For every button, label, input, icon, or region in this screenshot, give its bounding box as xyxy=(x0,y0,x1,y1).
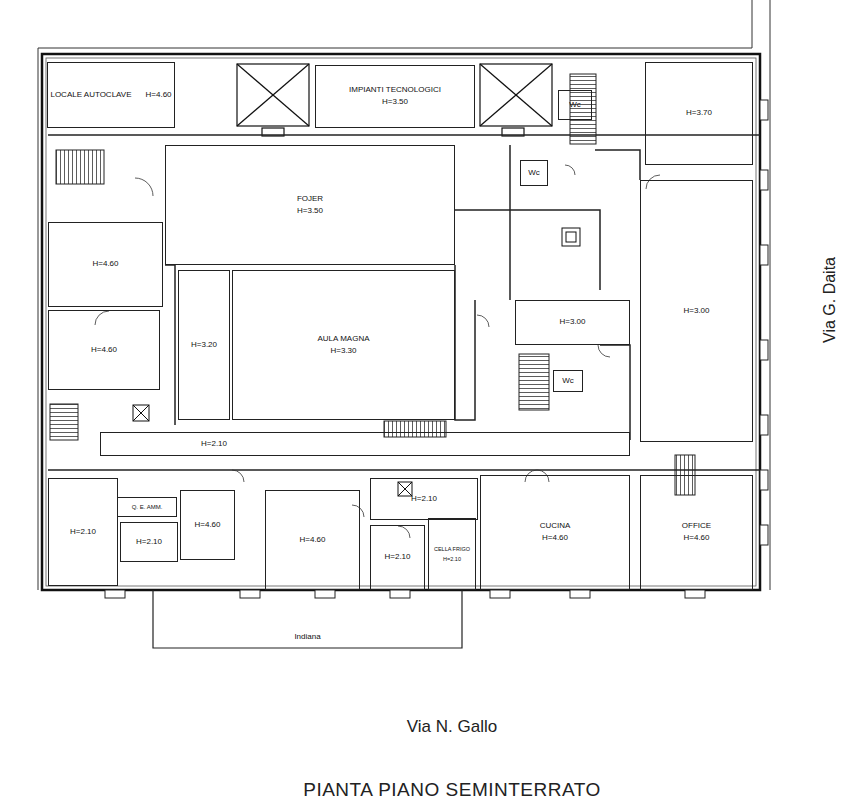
room: H=4.60 xyxy=(48,222,163,307)
street-name: Via N. Gallo xyxy=(407,717,497,737)
room-label: H=4.60 xyxy=(92,260,118,269)
room: Indiana xyxy=(153,592,462,648)
room-label: H=4.60 xyxy=(91,346,117,355)
room-label: H=4.60 xyxy=(146,91,172,100)
room: H=3.70 xyxy=(645,62,753,165)
room: LOCALE AUTOCLAVE H=4.60 xyxy=(47,62,175,128)
room-label: Q. E. AMM. xyxy=(132,504,163,511)
room: CUCINA H=4.60 xyxy=(480,475,630,590)
room-label: H=3.30 xyxy=(330,347,356,356)
room-label: H=2.10 xyxy=(411,495,437,504)
room-label: H=2.10 xyxy=(136,538,162,547)
room-label: H=2.10 xyxy=(201,440,227,449)
room-label: H=3.00 xyxy=(683,307,709,316)
room: Wc xyxy=(520,160,548,186)
room-label: H=3.50 xyxy=(297,207,323,216)
plan-caption: PIANTA PIANO SEMINTERRATO xyxy=(303,779,601,801)
room: IMPIANTI TECNOLOGICI H=3.50 xyxy=(315,65,475,128)
room: FOJER H=3.50 xyxy=(165,145,455,265)
room: H=2.10 xyxy=(370,478,478,520)
room-name: OFFICE xyxy=(682,522,711,531)
room-label: H=4.60 xyxy=(194,521,220,530)
room-label: H=3.50 xyxy=(382,98,408,107)
room-label: H=3.70 xyxy=(686,109,712,118)
room-label: H=3.20 xyxy=(191,341,217,350)
room: CELLA FRIGO H=2.10 xyxy=(428,518,476,590)
street-name: Via G. Daita xyxy=(821,257,839,343)
room-label: Wc xyxy=(562,377,574,386)
room: H=3.00 xyxy=(640,180,753,442)
room-label: H=2.10 xyxy=(443,556,461,562)
room-label: H=2.10 xyxy=(70,528,96,537)
room: Wc xyxy=(553,370,583,392)
room-name: CELLA FRIGO xyxy=(434,546,470,552)
room-label: Wc xyxy=(569,101,581,110)
room-label: H=2.10 xyxy=(384,553,410,562)
room: H=3.20 xyxy=(178,270,230,420)
room-name: LOCALE AUTOCLAVE xyxy=(50,91,131,100)
room-label: Indiana xyxy=(294,633,320,642)
room-name: CUCINA xyxy=(540,522,571,531)
room-label: H=4.60 xyxy=(542,534,568,543)
room-label: H=4.60 xyxy=(299,536,325,545)
room-name: IMPIANTI TECNOLOGICI xyxy=(349,86,441,95)
room: OFFICE H=4.60 xyxy=(640,475,753,590)
room: Wc xyxy=(558,90,592,120)
room-label: Wc xyxy=(528,169,540,178)
room-name: FOJER xyxy=(297,195,323,204)
room: H=4.60 xyxy=(180,490,235,560)
room: H=2.10 xyxy=(120,522,178,562)
room-label: H=3.00 xyxy=(559,318,585,327)
room: H=2.10 xyxy=(370,525,425,590)
room: AULA MAGNA H=3.30 xyxy=(232,270,455,420)
room: H=4.60 xyxy=(48,310,160,390)
room: Q. E. AMM. xyxy=(117,497,177,517)
room-name: AULA MAGNA xyxy=(317,335,369,344)
room: H=2.10 xyxy=(48,478,118,586)
room: H=2.10 xyxy=(100,432,630,456)
room-label: H=4.60 xyxy=(683,534,709,543)
room: H=3.00 xyxy=(515,300,630,345)
room: H=4.60 xyxy=(265,490,360,590)
